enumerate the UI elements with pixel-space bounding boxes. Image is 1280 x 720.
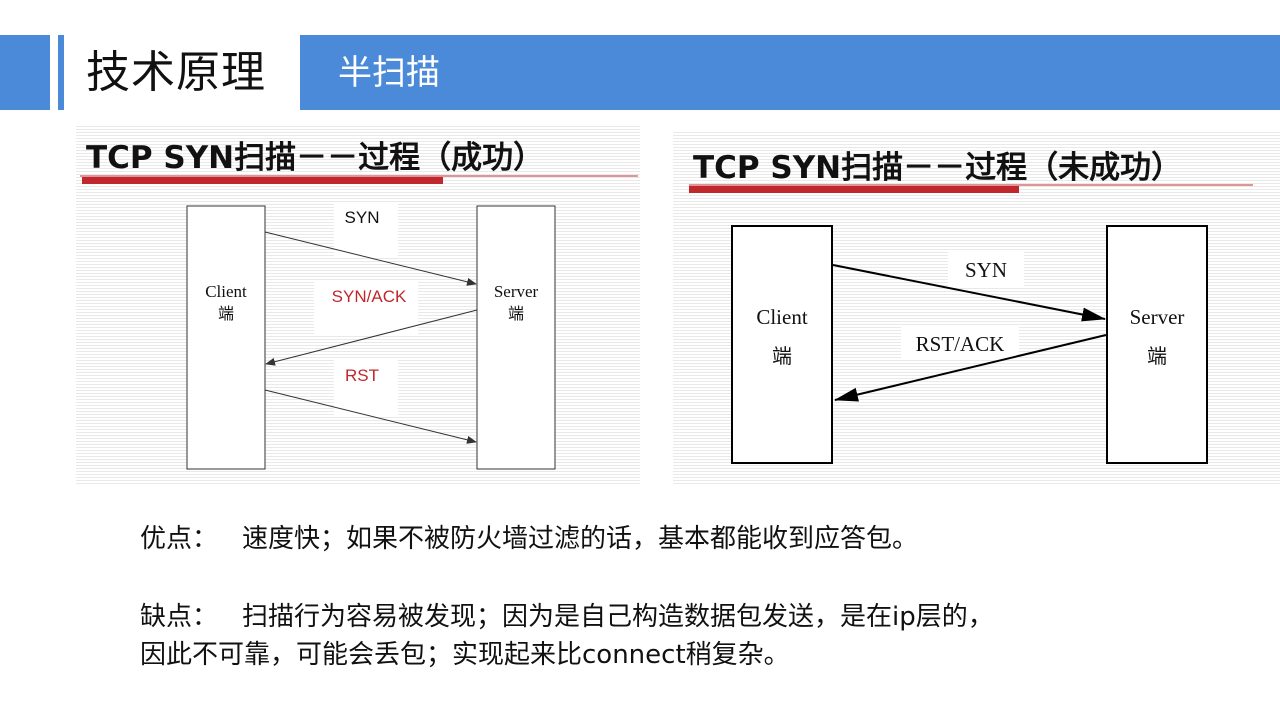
cons-label: 缺点： xyxy=(140,602,219,632)
syn-arrow xyxy=(832,264,1106,322)
diagram-success-canvas: Client 端 Server 端 SYN SYN/ACK RST xyxy=(80,175,638,470)
rst-message: RST xyxy=(345,366,379,385)
syn-arrow xyxy=(264,231,477,286)
rstack-message: RST/ACK xyxy=(916,332,1005,356)
header-bar-right xyxy=(300,35,1280,110)
cons-line-2: 因此不可靠，可能会丢包；实现起来比connect稍复杂。 xyxy=(140,634,790,671)
rstack-arrow xyxy=(834,334,1107,402)
client-label: Client xyxy=(205,282,247,301)
server-box xyxy=(476,205,556,470)
server-label: Server xyxy=(1130,305,1185,329)
pros-label: 优点： xyxy=(140,524,219,554)
title-accent-bar xyxy=(689,186,1019,193)
diagram-fail: Client 端 Server 端 SYN RST/ACK TCP SYN扫描－… xyxy=(673,130,1280,484)
server-label: Server xyxy=(494,282,539,301)
diagram-success-title: TCP SYN扫描－－过程（成功） xyxy=(86,140,545,176)
synack-label-bg xyxy=(314,282,418,334)
cons-line-1: 缺点： 扫描行为容易被发现；因为是自己构造数据包发送，是在ip层的， xyxy=(140,596,994,633)
cons-text-2: 因此不可靠，可能会丢包；实现起来比connect稍复杂。 xyxy=(140,640,790,670)
rstack-label-bg xyxy=(901,326,1019,360)
synack-arrow xyxy=(265,309,478,366)
header-bar-separator xyxy=(58,35,64,110)
server-box xyxy=(1106,225,1208,464)
syn-message: SYN xyxy=(345,208,380,227)
client-box xyxy=(731,225,833,464)
server-duan-label: 端 xyxy=(508,304,524,323)
header-bar-left xyxy=(0,35,50,110)
server-duan-label: 端 xyxy=(1147,344,1167,368)
pros-line: 优点： 速度快；如果不被防火墙过滤的话，基本都能收到应答包。 xyxy=(140,518,918,555)
synack-message: SYN/ACK xyxy=(332,287,407,306)
title-accent-bar xyxy=(82,177,443,184)
page-subtitle: 半扫描 xyxy=(338,53,440,93)
page-title: 技术原理 xyxy=(86,47,266,98)
client-duan-label: 端 xyxy=(218,304,234,323)
client-box xyxy=(186,205,266,470)
syn-message: SYN xyxy=(965,258,1007,282)
syn-label-bg xyxy=(948,252,1024,286)
syn-label-bg xyxy=(334,202,398,258)
cons-text-1: 扫描行为容易被发现；因为是自己构造数据包发送，是在ip层的， xyxy=(242,602,994,632)
diagram-success: Client 端 Server 端 SYN SYN/ACK RST TCP SY… xyxy=(76,124,640,486)
client-duan-label: 端 xyxy=(772,344,792,368)
rst-label-bg xyxy=(334,360,398,416)
pros-text: 速度快；如果不被防火墙过滤的话，基本都能收到应答包。 xyxy=(242,524,919,554)
diagram-fail-title: TCP SYN扫描－－过程（未成功） xyxy=(693,150,1183,186)
client-label: Client xyxy=(756,305,807,329)
diagram-fail-canvas: Client 端 Server 端 SYN RST/ACK xyxy=(689,184,1253,464)
rst-arrow xyxy=(264,389,477,444)
